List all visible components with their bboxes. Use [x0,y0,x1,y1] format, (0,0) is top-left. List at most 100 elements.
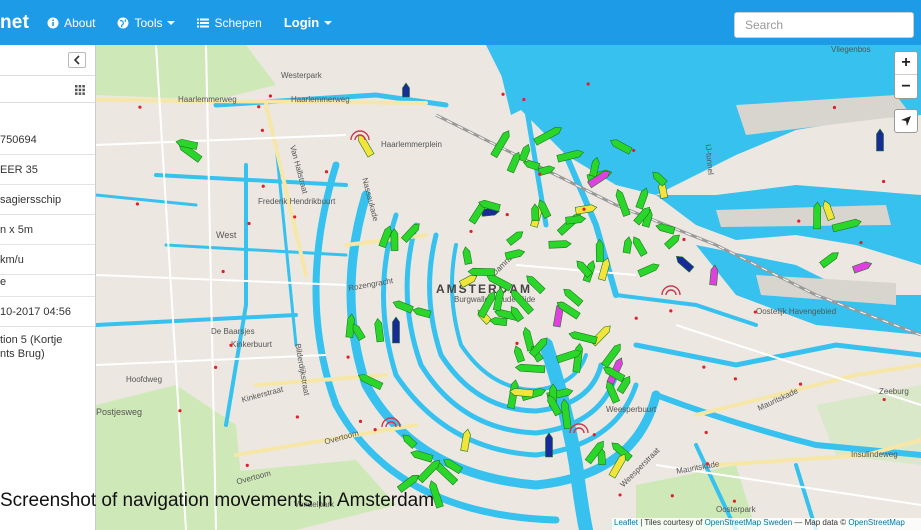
vessel-marker[interactable] [467,267,495,277]
vessel-marker[interactable] [506,151,522,174]
map-canvas[interactable]: Westerpark Haarlemmerweg Haarlemmerweg V… [96,45,921,530]
grid-icon[interactable] [75,85,85,95]
vessel-marker[interactable] [568,330,598,345]
vessel-marker[interactable] [462,246,473,265]
vessel-marker[interactable] [604,380,621,404]
vessel-marker[interactable] [819,250,841,269]
leaflet-link[interactable]: Leaflet [614,518,639,527]
vessel-marker[interactable] [390,228,399,251]
vessel-marker[interactable] [492,287,504,312]
vessel-marker[interactable] [631,235,648,257]
vessel-marker[interactable] [574,259,593,279]
vessel-marker[interactable] [650,170,668,187]
vessel-marker[interactable] [528,336,549,358]
collapse-sidebar-button[interactable] [68,52,86,68]
vessel-marker[interactable] [357,372,384,391]
zoom-in-button[interactable]: + [895,52,917,75]
vessel-marker[interactable] [518,143,532,163]
vessel-marker[interactable] [664,232,681,250]
vessel-marker[interactable] [587,168,612,189]
vessel-marker[interactable] [602,365,626,383]
vessel-marker[interactable] [350,322,366,342]
vessel-marker[interactable] [490,129,512,159]
vessel-marker[interactable] [589,156,601,178]
vessel-marker[interactable] [565,215,587,225]
vessel-marker[interactable] [597,257,611,282]
nav-login[interactable]: Login [284,15,333,30]
vessel-marker[interactable] [402,82,410,98]
locate-button[interactable] [894,109,918,133]
vessel-marker[interactable] [489,317,508,327]
vessel-marker[interactable] [392,316,400,344]
vessel-marker[interactable] [572,342,584,373]
nav-about[interactable]: About [47,16,95,30]
vessel-marker[interactable] [813,201,822,230]
vessel-marker[interactable] [536,198,552,219]
vessel-marker[interactable] [345,313,356,338]
vessel-marker[interactable] [477,290,498,319]
vessel-marker[interactable] [458,273,478,288]
vessel-marker[interactable] [561,287,584,307]
vessel-marker[interactable] [831,218,862,233]
vessel-marker[interactable] [374,317,385,343]
vessel-marker[interactable] [509,388,534,398]
vessel-marker[interactable] [610,440,633,462]
vessel-marker[interactable] [709,264,719,286]
search-input[interactable] [734,12,914,38]
vessel-marker[interactable] [508,304,524,323]
vessel-marker[interactable] [622,236,632,254]
vessel-marker[interactable] [548,240,572,249]
vessel-marker[interactable] [520,387,547,402]
nav-tools[interactable]: Tools [117,16,176,30]
vessel-marker[interactable] [509,288,534,315]
vessel-marker[interactable] [392,299,414,314]
vessel-marker[interactable] [442,457,463,475]
vessel-marker[interactable] [412,306,432,319]
vessel-marker[interactable] [633,205,653,226]
vessel-marker[interactable] [401,432,418,449]
vessel-marker[interactable] [523,159,541,171]
vessel-marker[interactable] [460,428,472,452]
vessel-marker[interactable] [478,199,501,212]
vessel-marker[interactable] [556,149,584,163]
vessel-marker[interactable] [584,439,606,465]
vessel-marker[interactable] [821,199,836,221]
vessel-marker[interactable] [378,225,393,249]
brand-logo[interactable]: net [0,11,30,33]
vessel-marker[interactable] [555,348,582,364]
vessel-marker[interactable] [514,363,546,374]
vessel-marker[interactable] [416,458,442,484]
vessel-marker[interactable] [574,204,598,215]
vessel-marker[interactable] [410,449,434,463]
vessel-marker[interactable] [658,180,669,199]
vessel-marker[interactable] [537,165,556,176]
vessel-marker[interactable] [608,452,628,479]
vessel-marker[interactable] [616,374,633,395]
zoom-out-button[interactable]: − [901,77,911,95]
vessel-marker[interactable] [396,472,420,493]
vessel-marker[interactable] [876,128,884,152]
vessel-marker[interactable] [555,299,581,320]
vessel-marker[interactable] [504,248,526,260]
vessel-marker[interactable] [614,188,631,217]
nav-schepen[interactable]: Schepen [197,16,262,30]
vessel-marker[interactable] [560,398,572,430]
vessel-marker[interactable] [601,342,623,369]
vessel-marker[interactable] [545,393,563,417]
vessel-marker[interactable] [175,138,199,150]
vessel-marker[interactable] [524,273,546,295]
vessel-marker[interactable] [356,133,375,158]
vessel-marker[interactable] [635,187,650,210]
vessel-marker[interactable] [428,480,444,509]
vessel-marker[interactable] [609,137,633,155]
osm-link[interactable]: OpenStreetMap [848,518,905,527]
vessel-marker[interactable] [674,254,695,273]
vessel-marker[interactable] [655,222,676,235]
vessel-marker[interactable] [852,260,873,274]
vessel-marker[interactable] [506,229,525,246]
vessel-marker[interactable] [531,203,540,222]
vessel-marker[interactable] [637,262,661,278]
vessel-marker[interactable] [533,125,564,146]
osm-sweden-link[interactable]: OpenStreetMap Sweden [704,518,793,527]
vessel-marker[interactable] [513,345,526,363]
